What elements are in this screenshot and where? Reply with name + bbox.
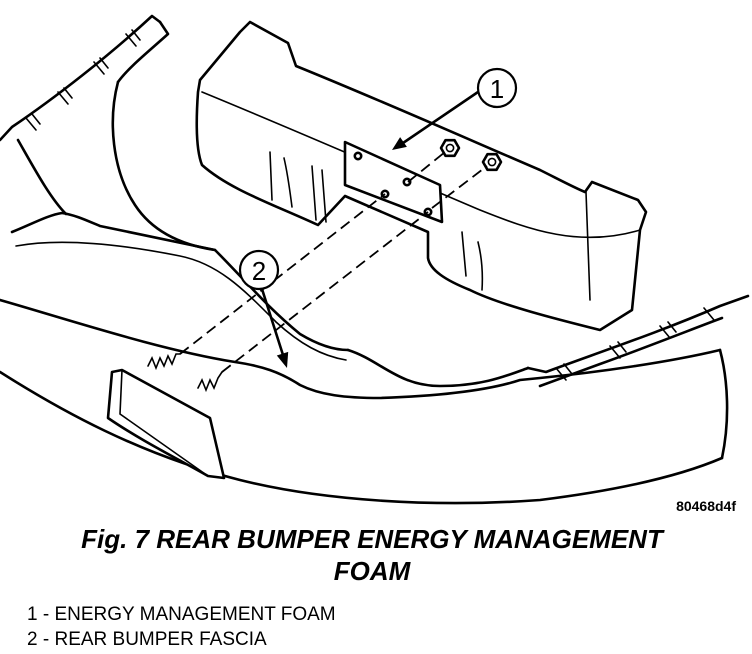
legend-item-label: ENERGY MANAGEMENT FOAM (54, 604, 336, 625)
legend-item-label: REAR BUMPER FASCIA (54, 629, 267, 650)
callout-2-circle (238, 249, 280, 291)
fascia-left-wing-clips (25, 29, 141, 131)
license-plate-recess (106, 368, 226, 480)
plate-hole (353, 151, 363, 161)
nut-alignment-line (431, 165, 488, 209)
callout-1-number: 1 (490, 74, 504, 104)
fascia-left-wing-top-edge (0, 14, 162, 142)
callout-2-number: 2 (252, 256, 266, 286)
fascia-left-wing-outer-surface (16, 138, 68, 216)
fascia-center-recess (346, 348, 530, 388)
energy-management-foam (195, 20, 648, 332)
fasteners (147, 138, 503, 393)
legend-item: 1 - ENERGY MANAGEMENT FOAM (27, 602, 336, 627)
fascia-right-clips (555, 307, 715, 381)
caption-line-2: FOAM (333, 556, 411, 586)
callout-2: 2 (238, 249, 289, 368)
foam-left-block-details (269, 151, 327, 223)
callout-2-leader (260, 287, 285, 357)
fascia-lip-thickness (15, 241, 347, 361)
license-plate-recess-inner (119, 369, 209, 477)
fascia-right-upper-edge (538, 316, 724, 388)
stud-alignment-line (221, 211, 429, 373)
callout-2-arrowhead (276, 351, 289, 368)
foam-right-block-details (461, 191, 591, 301)
callout-1-arrowhead (392, 137, 407, 150)
legend-item: 2 - REAR BUMPER FASCIA (27, 627, 336, 652)
legend-item-number: 1 (27, 604, 38, 625)
foam-mounting-plate (343, 140, 444, 224)
callout-1: 1 (392, 67, 518, 150)
hex-nut (439, 138, 461, 158)
foam-top-edge (201, 91, 641, 239)
caption-line-1: Fig. 7 REAR BUMPER ENERGY MANAGEMENT (81, 524, 663, 554)
legend: 1 - ENERGY MANAGEMENT FOAM 2 - REAR BUMP… (27, 602, 336, 652)
fascia-left-wing-wall (111, 80, 217, 252)
threaded-stud (147, 353, 181, 371)
fascia-right-end (718, 348, 729, 460)
rear-bumper-fascia (0, 14, 750, 505)
legend-separator: - (37, 604, 55, 625)
threaded-stud (197, 371, 223, 393)
fascia-left-wing-inner-edge (116, 20, 170, 84)
fascia-lower-edge (0, 370, 724, 505)
figure-code: 80468d4f (676, 498, 736, 514)
legend-item-number: 2 (27, 629, 38, 650)
fascia-front-crease (0, 298, 722, 400)
callout-1-circle (476, 67, 518, 109)
hex-nut-bore (487, 157, 497, 167)
bumper-foam-illustration: 1 2 80468d4f (0, 14, 750, 514)
nut-alignment-line (407, 151, 446, 183)
fascia-top-lip (10, 211, 350, 352)
hex-nut (481, 152, 503, 172)
hex-nut-bore (445, 143, 455, 153)
figure-caption: Fig. 7 REAR BUMPER ENERGY MANAGEMENT FOA… (0, 523, 752, 587)
stud-alignment-line (179, 193, 386, 355)
legend-separator: - (37, 629, 55, 650)
callout-1-leader (401, 90, 480, 145)
